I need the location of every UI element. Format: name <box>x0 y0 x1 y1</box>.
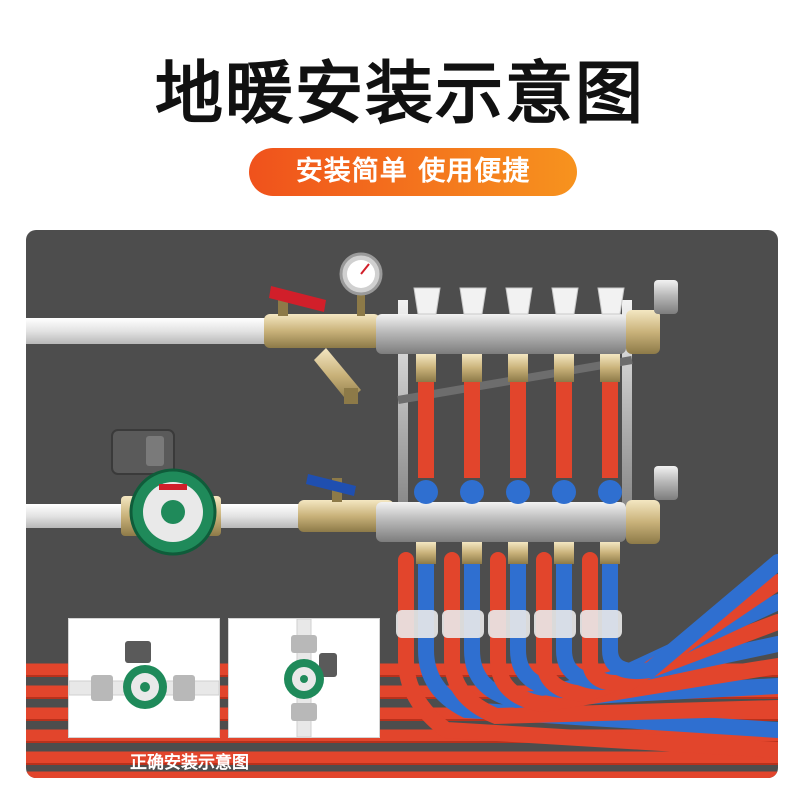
supply-valve-assembly <box>264 252 383 404</box>
install-caption: 正确安装示意图 <box>130 753 249 773</box>
return-valve-assembly <box>298 474 394 532</box>
ball-valve-icon <box>269 286 326 312</box>
inset-pump-vertical <box>228 618 380 738</box>
inset-pump-horizontal <box>68 618 220 738</box>
page-title: 地暖安装示意图 <box>154 55 645 134</box>
feature-badge: 安装简单 使用便捷 <box>249 148 577 196</box>
pressure-gauge-icon <box>339 252 383 296</box>
loop-pipes <box>398 552 778 758</box>
return-manifold <box>376 466 678 564</box>
ball-valve-icon <box>306 474 356 496</box>
circulation-pump-icon <box>111 429 221 556</box>
feature-badge-text: 安装简单 使用便捷 <box>295 156 531 187</box>
supply-manifold <box>376 280 678 478</box>
